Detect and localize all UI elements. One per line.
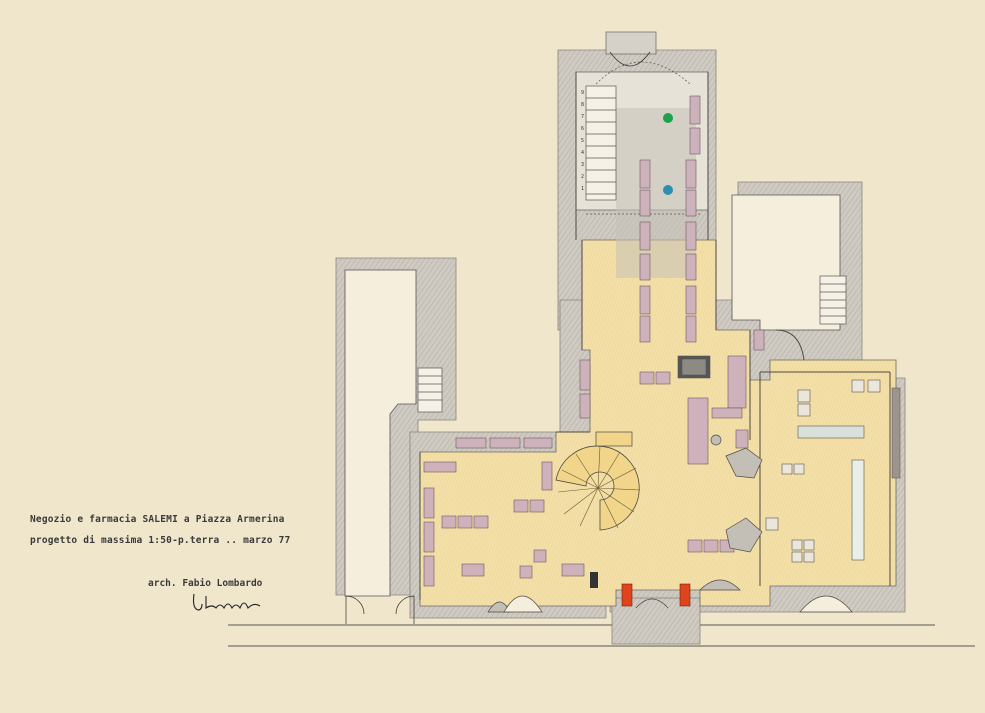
green-marker <box>663 113 673 123</box>
spiral-staircase <box>555 431 641 531</box>
stair-number-7: 7 <box>581 114 584 120</box>
entrance <box>345 51 691 624</box>
stair-number-5: 5 <box>581 138 584 144</box>
courtyards <box>344 31 841 597</box>
side-stairs <box>417 275 847 413</box>
stair-number-3: 3 <box>581 162 584 168</box>
architect-signature <box>192 593 261 611</box>
inner-walls <box>419 72 891 600</box>
drawing-title: Negozio e farmacia SALEMI a Piazza Armer… <box>30 514 285 525</box>
project-description: progetto di massima 1:50-p.terra .. marz… <box>30 535 291 546</box>
counters <box>677 355 881 563</box>
stair-number-2: 2 <box>581 174 584 180</box>
facade-pillars <box>487 434 853 613</box>
blue-marker <box>663 185 673 195</box>
architect-credit: arch. Fabio Lombardo <box>148 578 263 589</box>
upper-straight-stair <box>585 61 700 215</box>
stair-number-9: 9 <box>581 90 584 96</box>
stair-number-4: 4 <box>581 150 584 156</box>
stair-step-numbers: 9 8 7 6 5 4 3 2 1 <box>581 90 584 192</box>
street-lines <box>228 624 975 647</box>
shelving-units <box>423 95 901 587</box>
stair-number-6: 6 <box>581 126 584 132</box>
stair-number-8: 8 <box>581 102 584 108</box>
stair-number-1: 1 <box>581 186 584 192</box>
